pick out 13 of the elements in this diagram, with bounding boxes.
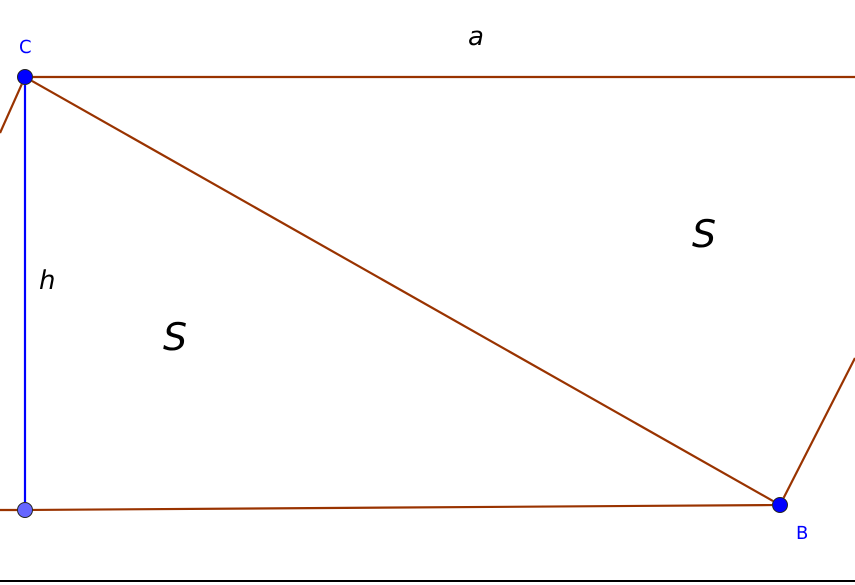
area-label: S [692,215,716,253]
line-segment [33,504,772,512]
line-segment [31,80,774,502]
side-label: a [468,24,484,50]
line-segment [0,84,23,134]
line-segment [0,508,17,512]
line-segment [782,358,855,498]
point-label: B [796,525,808,543]
point-label: C [19,39,32,57]
line-segment [33,76,855,78]
line-segment [24,85,26,502]
height-label: h [39,268,56,294]
area-label: S [163,318,188,356]
